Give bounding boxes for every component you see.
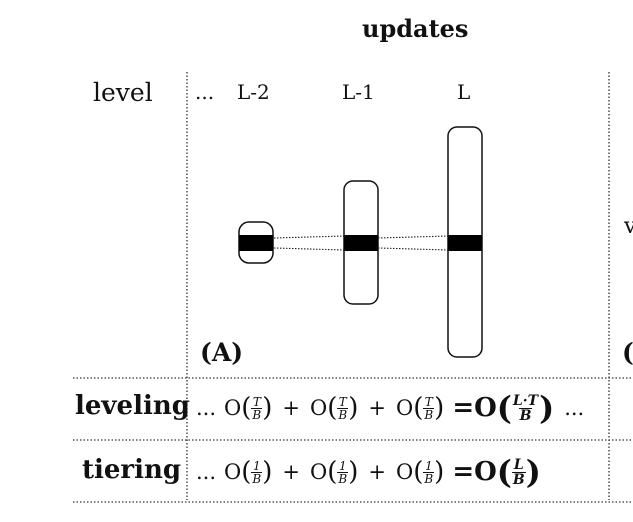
plus-sign: + bbox=[368, 460, 386, 484]
formula-prefix: ... bbox=[196, 460, 217, 484]
row-label-tiering: tiering bbox=[82, 455, 182, 485]
row-label-leveling: leveling bbox=[75, 391, 190, 421]
formula-prefix: ... bbox=[196, 396, 217, 420]
level-label-l2: L-2 bbox=[237, 80, 270, 104]
level-label-l: L bbox=[457, 80, 471, 104]
plus-sign: + bbox=[282, 460, 300, 484]
level-axis-label: level bbox=[93, 78, 153, 107]
panel-label-a: (A) bbox=[200, 338, 244, 367]
plus-sign: + bbox=[282, 396, 300, 420]
merge-connections bbox=[273, 235, 449, 251]
level-l-run bbox=[447, 126, 483, 358]
level-ellipsis: ... bbox=[195, 80, 215, 104]
level-l2-run bbox=[238, 221, 274, 264]
diagram-title: updates bbox=[362, 14, 469, 43]
level-label-l1: L-1 bbox=[342, 80, 375, 104]
plus-sign: + bbox=[368, 396, 386, 420]
panel-label-next-partial: ( bbox=[622, 338, 633, 367]
right-partial-text: v bbox=[624, 214, 633, 239]
formula-suffix: ... bbox=[564, 396, 585, 420]
level-l1-run bbox=[343, 180, 379, 305]
